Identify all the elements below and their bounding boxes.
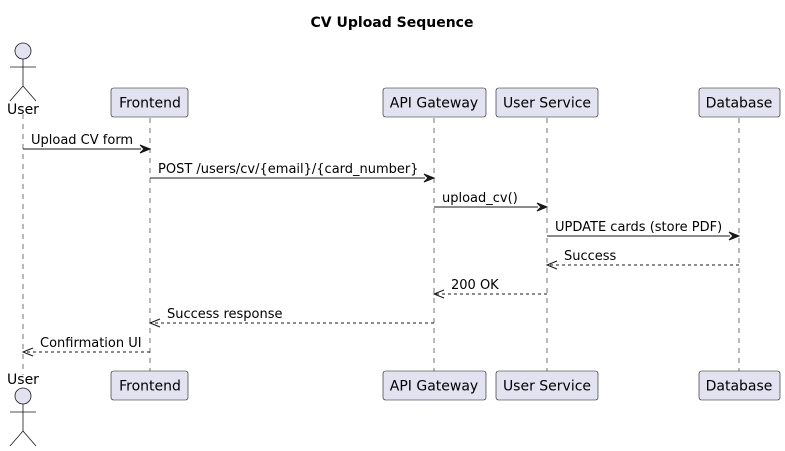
message-1: Upload CV form: [23, 133, 152, 154]
actor-leg-left: [9, 430, 24, 447]
message-label: UPDATE cards (store PDF): [555, 220, 722, 235]
actor-leg-right: [22, 430, 37, 447]
arrow-head-icon: [432, 289, 445, 299]
message-label: Upload CV form: [31, 133, 133, 148]
participant-box: [495, 87, 599, 118]
participant-label: API Gateway: [390, 379, 478, 395]
participant-database-top: Database: [698, 87, 781, 118]
actor-head-icon: [14, 42, 32, 60]
participant-box: [110, 370, 189, 401]
message-label: POST /users/cv/{email}/{card_number}: [158, 162, 419, 177]
participant-gateway-bottom: API Gateway: [382, 370, 487, 401]
participant-label: User Service: [503, 96, 591, 112]
message-2: POST /users/cv/{email}/{card_number}: [150, 162, 436, 183]
actor-user-top: User: [7, 42, 39, 118]
participant-gateway-top: API Gateway: [382, 87, 487, 118]
message-3: upload_cv(): [434, 191, 549, 212]
participant-box: [698, 370, 781, 401]
participant-label: User: [7, 372, 39, 388]
arrow-head-icon: [148, 318, 161, 328]
arrow-head-icon: [728, 231, 741, 241]
diagram-title: CV Upload Sequence: [311, 15, 474, 31]
message-5: Success: [545, 249, 739, 270]
arrow-head-icon: [139, 144, 152, 154]
participant-label: Database: [706, 96, 773, 112]
participant-box: [382, 370, 487, 401]
message-label: upload_cv(): [442, 191, 518, 206]
arrow-head-icon: [423, 173, 436, 183]
participant-box: [495, 370, 599, 401]
actor-head-icon: [14, 387, 32, 405]
actor-user-bottom: User: [7, 372, 39, 447]
participant-userservice-top: User Service: [495, 87, 599, 118]
message-label: Success: [564, 249, 617, 264]
participant-database-bottom: Database: [698, 370, 781, 401]
message-label: 200 OK: [451, 278, 499, 293]
participant-label: User: [7, 102, 39, 118]
participant-label: Frontend: [119, 96, 181, 112]
arrow-head-icon: [21, 347, 34, 357]
message-6: 200 OK: [432, 278, 547, 299]
participant-frontend-bottom: Frontend: [110, 370, 189, 401]
message-label: Confirmation UI: [40, 336, 142, 351]
participant-label: User Service: [503, 379, 591, 395]
participant-userservice-bottom: User Service: [495, 370, 599, 401]
lifelines: [22, 114, 740, 375]
arrow-head-icon: [545, 260, 558, 270]
message-8: Confirmation UI: [21, 336, 150, 357]
participant-box: [382, 87, 487, 118]
actor-leg-left: [9, 85, 24, 102]
arrow-head-icon: [536, 202, 549, 212]
message-4: UPDATE cards (store PDF): [547, 220, 741, 241]
message-7: Success response: [148, 307, 434, 328]
participant-label: Frontend: [119, 379, 181, 395]
participant-box: [110, 87, 189, 118]
participant-box: [698, 87, 781, 118]
participant-label: API Gateway: [390, 96, 478, 112]
participant-frontend-top: Frontend: [110, 87, 189, 118]
message-label: Success response: [167, 307, 283, 322]
actor-leg-right: [22, 85, 37, 102]
participant-label: Database: [706, 379, 773, 395]
